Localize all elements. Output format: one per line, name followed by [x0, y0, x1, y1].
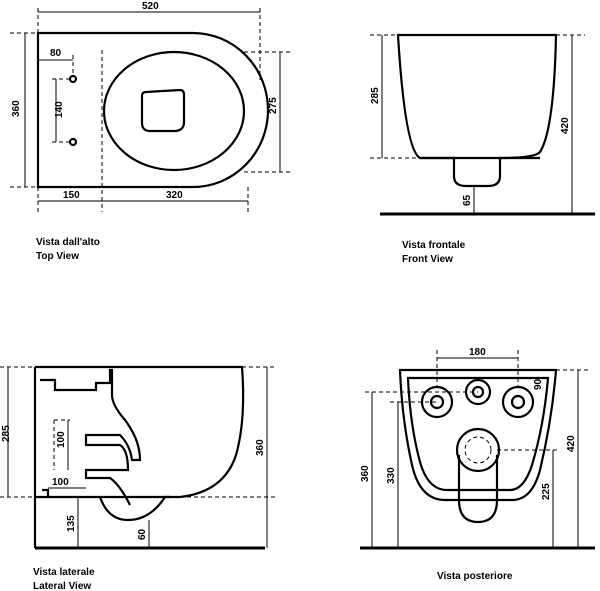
top-view-seat-plate: [140, 88, 186, 133]
front-view-caption-it: Vista frontale: [402, 240, 466, 251]
lateral-view-caption-en: Lateral View: [33, 581, 91, 591]
rear-dim-outlet-height: 225: [541, 483, 552, 500]
lateral-view-shell: [35, 365, 245, 522]
rear-view-caption-it: Vista posteriore: [437, 571, 513, 582]
rear-dim-inner-height: 330: [386, 467, 397, 484]
front-dim-bowl-height: 285: [370, 87, 381, 104]
rear-view-bolt-right: [501, 385, 535, 419]
front-view-outline: [396, 33, 558, 188]
front-dim-outlet-height: 65: [462, 194, 473, 206]
rear-view-outline: [398, 368, 558, 502]
lateral-dim-outlet-offset: 60: [137, 528, 148, 540]
top-view-fixing-hole: [68, 74, 78, 84]
rear-view-outlet: [457, 455, 499, 524]
front-dim-total-height: 420: [560, 117, 571, 134]
dim-inner-depth: 275: [268, 97, 279, 114]
lateral-dim-base-height: 135: [66, 515, 77, 532]
lateral-dim-pipe-lower: 100: [52, 477, 69, 488]
lateral-dim-pipe-upper: 100: [56, 431, 67, 448]
dim-width: 520: [142, 1, 159, 12]
lateral-view-inner: [84, 368, 142, 506]
top-view-bowl: [102, 50, 246, 172]
dim-holes-offset: 80: [50, 48, 62, 59]
front-view-caption-en: Front View: [402, 254, 453, 265]
top-view-fixing-hole: [68, 137, 78, 147]
top-view: 520 360 80 140 275 150 320 Vista dall'al…: [10, 1, 290, 262]
dim-left-part: 150: [63, 190, 80, 201]
rear-dim-left-height: 360: [360, 465, 371, 482]
rear-dim-bolt-size: 90: [533, 378, 544, 390]
rear-view: 180 90 420 360 330 225 Vista posteriore: [360, 347, 595, 582]
top-view-outline: [36, 31, 270, 189]
lateral-dim-depth: 360: [255, 439, 266, 456]
top-view-caption-it: Vista dall'alto: [36, 237, 100, 248]
dim-height: 360: [11, 100, 22, 117]
top-view-caption-en: Top View: [36, 251, 79, 262]
lateral-dim-bowl-height: 285: [1, 425, 12, 442]
lateral-view: 285 360 100 100 135 60 Vista laterale La…: [0, 365, 275, 591]
front-view: 285 420 65 Vista frontale Front View: [370, 33, 595, 265]
rear-dim-bolt-spacing: 180: [469, 347, 486, 358]
dim-holes-spacing: 140: [54, 101, 65, 118]
lateral-view-caption-it: Vista laterale: [33, 567, 95, 578]
dim-right-part: 320: [166, 190, 183, 201]
rear-dim-total-height: 420: [566, 435, 577, 452]
